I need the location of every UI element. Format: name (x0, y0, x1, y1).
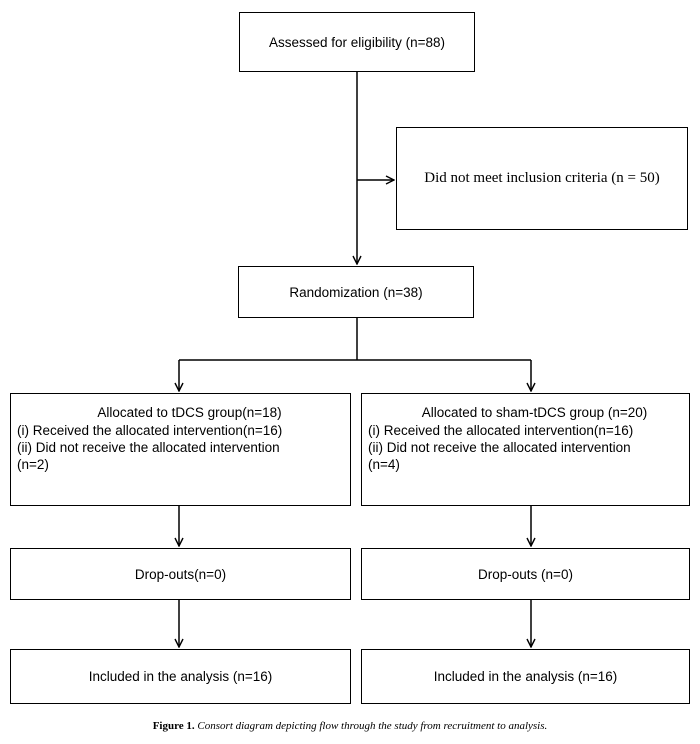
sham-analysis-label: Included in the analysis (n=16) (433, 669, 618, 684)
tdcs-allocation-heading: Allocated to tDCS group(n=18) (97, 405, 282, 420)
eligibility-label: Assessed for eligibility (n=88) (269, 34, 445, 50)
sham-received-line: (i) Received the allocated intervention(… (368, 423, 634, 438)
tdcs-allocation-box: Allocated to tDCS group(n=18) (i) Receiv… (10, 393, 351, 506)
sham-allocation-heading: Allocated to sham-tDCS group (n=20) (421, 405, 648, 420)
tdcs-received-line: (i) Received the allocated intervention(… (17, 423, 283, 438)
excluded-label: Did not meet inclusion criteria (n = 50) (424, 170, 660, 186)
tdcs-dropouts-label: Drop-outs(n=0) (134, 566, 227, 582)
tdcs-not-received-count: (n=2) (17, 457, 49, 472)
randomization-box: Randomization (n=38) (238, 266, 474, 318)
sham-analysis-box: Included in the analysis (n=16) (361, 649, 690, 704)
caption-label: Figure 1. (152, 720, 195, 732)
tdcs-analysis-label: Included in the analysis (n=16) (88, 669, 273, 684)
tdcs-dropouts-box: Drop-outs(n=0) (10, 548, 351, 600)
tdcs-not-received-line: (ii) Did not receive the allocated inter… (17, 440, 280, 455)
sham-dropouts-box: Drop-outs (n=0) (361, 548, 690, 600)
figure-caption: Figure 1. Consort diagram depicting flow… (0, 720, 700, 732)
sham-dropouts-label: Drop-outs (n=0) (478, 566, 573, 582)
sham-allocation-box: Allocated to sham-tDCS group (n=20) (i) … (361, 393, 690, 506)
sham-not-received-count: (n=4) (368, 457, 400, 472)
sham-not-received-line: (ii) Did not receive the allocated inter… (368, 440, 631, 455)
tdcs-analysis-box: Included in the analysis (n=16) (10, 649, 351, 704)
randomization-label: Randomization (n=38) (289, 284, 423, 300)
eligibility-box: Assessed for eligibility (n=88) (239, 12, 475, 72)
excluded-box: Did not meet inclusion criteria (n = 50) (396, 127, 688, 230)
caption-text: Consort diagram depicting flow through t… (197, 720, 548, 732)
